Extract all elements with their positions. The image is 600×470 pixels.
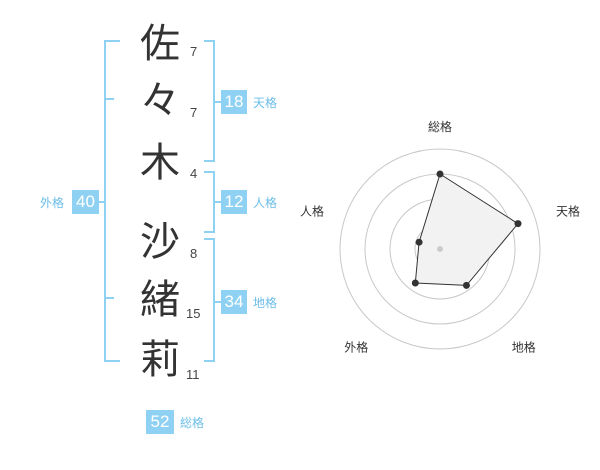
stroke-count-2: 7 [190, 105, 198, 120]
chikaku-label: 地格 [253, 296, 278, 310]
jinkaku-label: 人格 [253, 196, 278, 210]
stroke-count-1: 7 [190, 44, 198, 59]
chikaku-bracket [204, 238, 215, 362]
bracket-tick [213, 201, 221, 203]
bracket-tick [104, 98, 114, 100]
bracket-tick [213, 101, 221, 103]
stroke-count-5: 15 [186, 306, 201, 321]
name-char-5: 緒 [140, 277, 180, 323]
stroke-count-6: 11 [186, 367, 200, 382]
radar-point [462, 281, 470, 289]
chikaku-value: 34 [221, 290, 247, 314]
soukaku-label: 総格 [180, 416, 205, 430]
stroke-count-3: 4 [190, 166, 198, 181]
radar-point [436, 170, 444, 178]
name-char-6: 莉 [140, 337, 180, 383]
radar-axis-label: 天格 [556, 203, 580, 218]
radar-ring [339, 148, 541, 350]
stroke-count-4: 8 [190, 246, 198, 261]
radar-area [414, 173, 519, 286]
radar-axis-label: 地格 [512, 340, 536, 355]
tenkaku-label: 天格 [253, 96, 278, 110]
bracket-tick [104, 297, 114, 299]
radar-point [415, 238, 423, 246]
tenkaku-value: 18 [221, 90, 247, 114]
bracket-tick [98, 201, 106, 203]
name-char-3: 木 [140, 140, 180, 186]
radar-center-dot [437, 246, 443, 252]
radar-point [514, 220, 522, 228]
soukaku-value: 52 [146, 410, 174, 434]
gaikaku-value: 40 [72, 190, 99, 214]
radar-axis-label: 総格 [428, 119, 452, 134]
radar-axis-label: 人格 [300, 203, 324, 218]
name-char-2: 々 [140, 78, 180, 124]
gaikaku-label: 外格 [40, 196, 65, 210]
bracket-tick [213, 301, 221, 303]
name-char-1: 佐 [140, 21, 180, 67]
name-char-4: 沙 [140, 219, 180, 265]
radar-point [411, 279, 419, 287]
jinkaku-value: 12 [221, 190, 247, 214]
radar-axis-label: 外格 [344, 340, 368, 355]
